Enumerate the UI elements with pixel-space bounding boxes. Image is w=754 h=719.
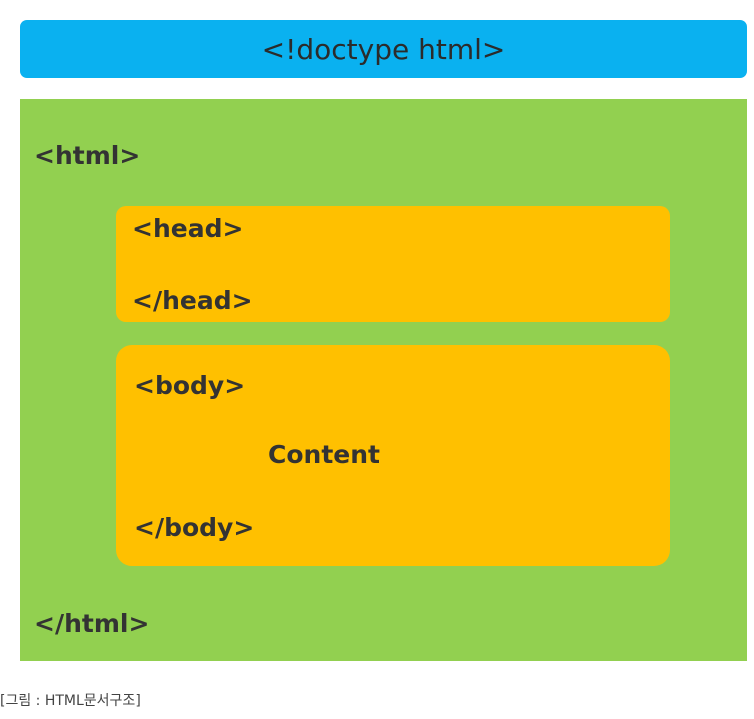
figure-caption: [그림 : HTML문서구조]: [0, 693, 141, 709]
html-close-tag: </html>: [34, 609, 150, 638]
head-element-box: <head> </head>: [116, 206, 670, 322]
doctype-bar: <!doctype html>: [20, 20, 747, 78]
html-element-box: <html> <head> </head> <body> Content </b…: [20, 99, 747, 661]
body-close-tag: </body>: [134, 513, 255, 542]
body-open-tag: <body>: [134, 371, 246, 400]
head-open-tag: <head>: [132, 214, 244, 243]
html-open-tag: <html>: [34, 141, 141, 170]
doctype-label: <!doctype html>: [261, 32, 506, 66]
body-element-box: <body> Content </body>: [116, 345, 670, 566]
head-close-tag: </head>: [132, 286, 253, 315]
body-content-label: Content: [268, 440, 380, 469]
